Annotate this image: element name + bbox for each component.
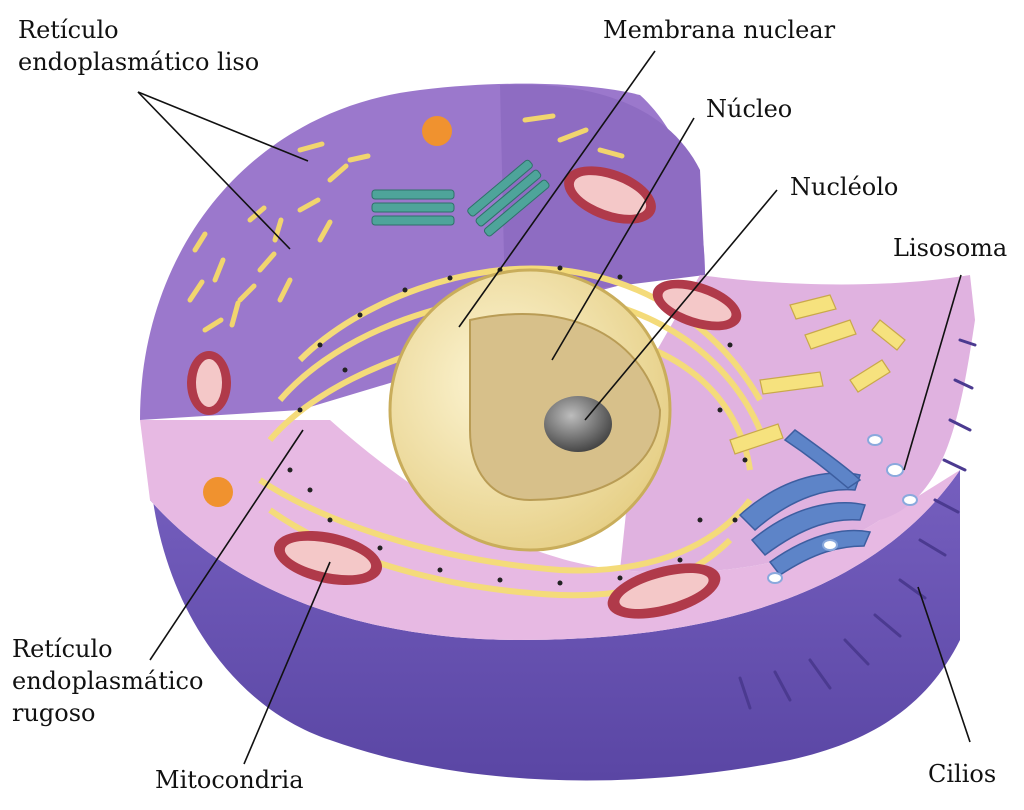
- cell-body: [140, 83, 977, 781]
- mitochondria: [187, 166, 742, 619]
- nucleolus-shape: [544, 396, 612, 452]
- mitochondrion: [652, 279, 742, 331]
- smooth-er-right: [729, 294, 906, 455]
- golgi-apparatus: [738, 429, 872, 577]
- leader-mitochondria: [243, 561, 331, 765]
- label-mitochondria: Mitocondria: [155, 766, 304, 794]
- label-smooth-er-line2: endoplasmático liso: [18, 48, 260, 76]
- centrioles: [371, 159, 550, 237]
- label-cilia: Cilios: [928, 760, 997, 788]
- label-lysosome: Lisosoma: [893, 234, 1008, 262]
- leader-cilia: [917, 586, 971, 743]
- mitochondrion: [273, 531, 383, 585]
- leader-lines: [137, 50, 971, 765]
- cytoplasm-cut-face-right: [620, 275, 975, 573]
- leader-nucleolus: [584, 189, 778, 421]
- label-smooth-er-line1: Retículo: [18, 16, 119, 44]
- vacuole: [203, 477, 233, 507]
- smooth-er: [187, 113, 625, 333]
- label-rough-er-line2: endoplasmático: [12, 667, 204, 695]
- ribosomes: [287, 265, 748, 586]
- leader-smooth-er-a: [137, 91, 309, 162]
- label-smooth-er: Retículo endoplasmático liso: [18, 14, 259, 78]
- cell-outer-membrane: [149, 420, 960, 781]
- label-rough-er-line3: rugoso: [12, 699, 96, 727]
- leader-nucleus: [551, 117, 695, 361]
- label-nucleus: Núcleo: [706, 95, 793, 123]
- leader-rough-er: [149, 429, 304, 661]
- nucleus: [388, 268, 672, 552]
- label-nuclear-membrane: Membrana nuclear: [603, 16, 836, 44]
- leader-smooth-er-b: [137, 91, 291, 250]
- mitochondrion: [564, 166, 656, 224]
- mitochondrion: [607, 563, 721, 619]
- lysosomes: [767, 434, 918, 584]
- leader-lysosome: [903, 274, 962, 471]
- label-rough-er-line1: Retículo: [12, 635, 113, 663]
- label-rough-er: Retículo endoplasmático rugoso: [12, 633, 203, 729]
- label-nucleolus: Nucléolo: [790, 173, 899, 201]
- vacuole: [422, 116, 452, 146]
- leader-nuclear-membrane: [458, 50, 656, 328]
- cytoplasm-cut-face-lower: [140, 420, 960, 640]
- cilia-fringe: [738, 338, 977, 710]
- mitochondrion: [187, 351, 231, 415]
